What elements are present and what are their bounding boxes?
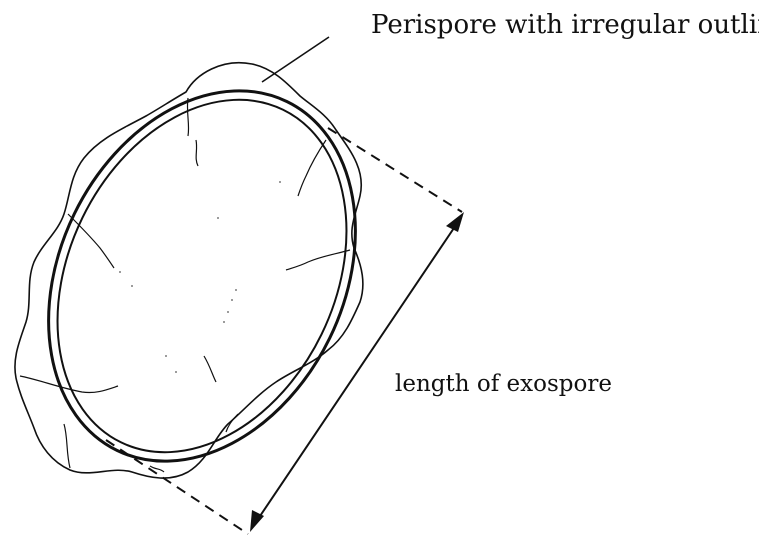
perispore-leader-line bbox=[262, 37, 329, 82]
extension-line-bottom bbox=[106, 440, 248, 534]
extension-line-top bbox=[328, 128, 462, 212]
perispore-label: Perispore with irregular outline bbox=[371, 10, 759, 40]
interior-dots bbox=[119, 181, 281, 373]
exospore-inner-wall bbox=[1, 51, 402, 500]
fold-marks bbox=[20, 98, 350, 472]
arrowhead-top bbox=[446, 212, 464, 232]
exospore-length-label: length of exospore bbox=[395, 371, 612, 397]
